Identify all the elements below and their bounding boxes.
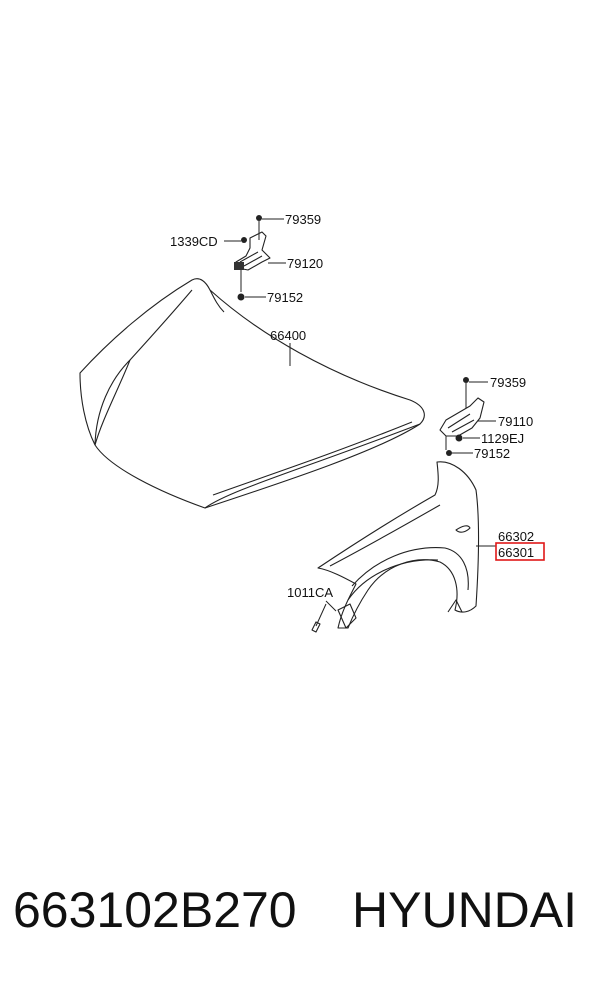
hinge-upper-bolt-head bbox=[256, 215, 262, 221]
hinge-upper-nut bbox=[237, 293, 245, 301]
lower-hinge-assembly bbox=[439, 377, 496, 456]
callout-66301: 66301 bbox=[498, 545, 534, 560]
callout-79120: 79120 bbox=[287, 256, 323, 271]
part-number: 663102B270 bbox=[13, 882, 297, 938]
callout-66302: 66302 bbox=[498, 529, 534, 544]
hinge-upper-bracket bbox=[235, 231, 271, 271]
callout-79152-lower: 79152 bbox=[474, 446, 510, 461]
callout-1129EJ: 1129EJ bbox=[481, 431, 524, 446]
brand-name: HYUNDAI bbox=[352, 882, 578, 938]
hinge-lower-bracket bbox=[439, 397, 485, 437]
callout-79359-upper: 79359 bbox=[285, 212, 321, 227]
callout-1011CA: 1011CA bbox=[287, 585, 333, 600]
fender-outline bbox=[311, 461, 496, 633]
caption-bar: 663102B270 HYUNDAI bbox=[0, 880, 600, 940]
hinge-lower-screw bbox=[455, 434, 463, 442]
callout-1339CD: 1339CD bbox=[170, 234, 218, 249]
highlight-box bbox=[495, 542, 545, 561]
callout-79152-upper: 79152 bbox=[267, 290, 303, 305]
callout-79110: 79110 bbox=[498, 414, 533, 429]
hinge-lower-bolt-head bbox=[463, 377, 469, 383]
hood-outline bbox=[79, 278, 425, 509]
fender-bolt bbox=[311, 621, 321, 633]
callout-79359-lower: 79359 bbox=[490, 375, 526, 390]
hinge-lower-nut bbox=[446, 450, 452, 456]
upper-hinge-assembly bbox=[224, 215, 286, 301]
callout-66400: 66400 bbox=[270, 328, 306, 343]
hinge-upper-screw bbox=[241, 237, 247, 243]
